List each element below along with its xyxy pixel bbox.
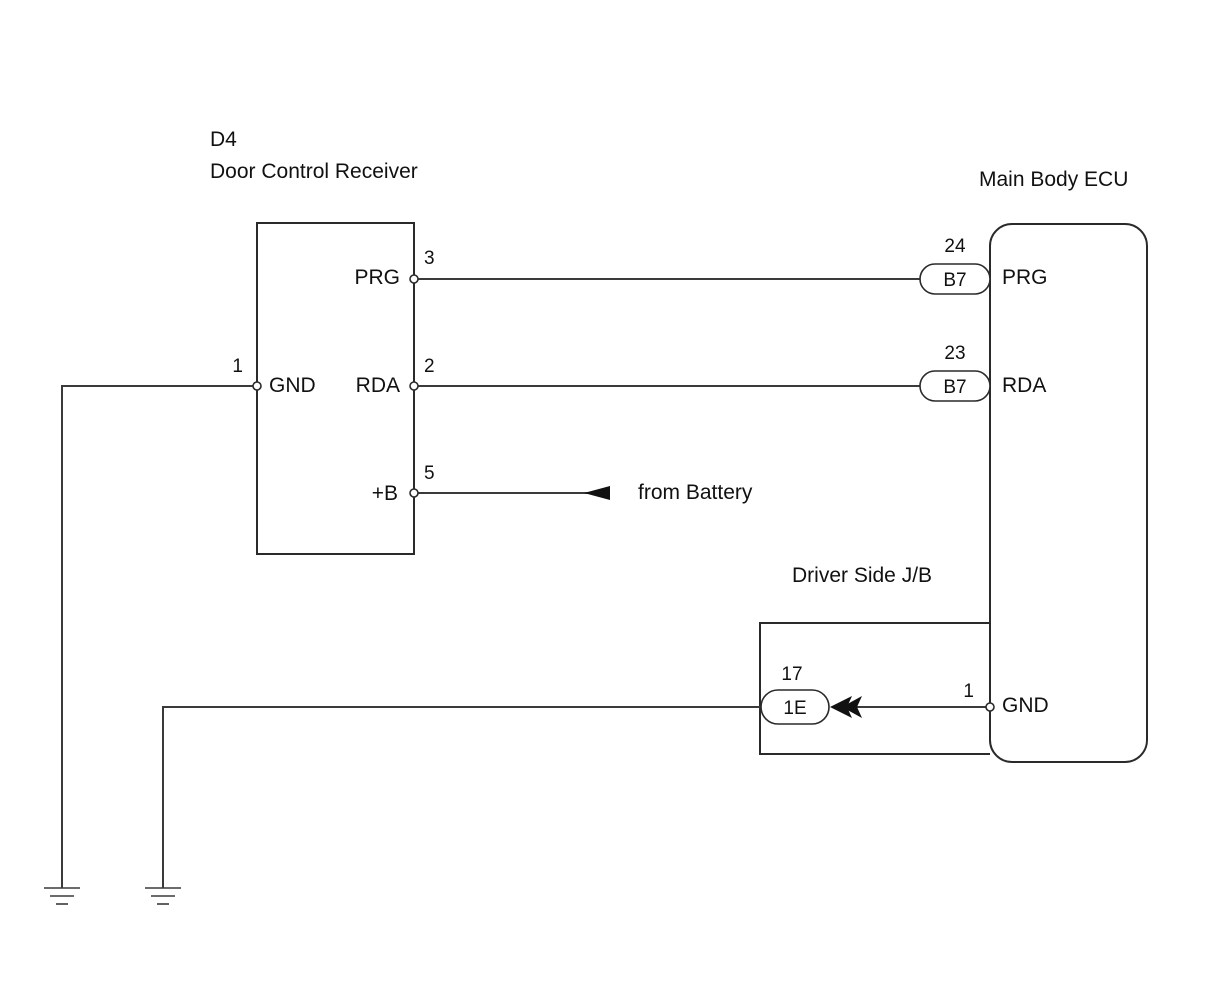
ecu-name: Main Body ECU bbox=[979, 168, 1128, 191]
jb-connector-arrow2-icon bbox=[842, 696, 862, 718]
receiver-pin-rda-label: RDA bbox=[356, 374, 400, 397]
ecu-pin-prg-label: PRG bbox=[1002, 266, 1048, 289]
battery-arrow-icon bbox=[584, 486, 610, 500]
ecu-pin-rda-label: RDA bbox=[1002, 374, 1046, 397]
ground-icon bbox=[145, 887, 181, 905]
receiver-name: Door Control Receiver bbox=[210, 160, 418, 183]
ground-icon bbox=[44, 887, 80, 905]
receiver-pin-b-label: +B bbox=[372, 482, 398, 505]
ecu-rda-connector-label: B7 bbox=[943, 377, 966, 398]
jb-connector-arrow-icon bbox=[830, 696, 852, 718]
battery-feed-label: from Battery bbox=[638, 481, 753, 504]
junction-block-connector bbox=[760, 689, 830, 725]
receiver-pin-prg-number: 3 bbox=[424, 248, 435, 269]
receiver-b-terminal bbox=[409, 488, 419, 498]
junction-block-box bbox=[759, 622, 990, 755]
ecu-prg-connector-label: B7 bbox=[943, 270, 966, 291]
receiver-gnd-terminal bbox=[252, 381, 262, 391]
receiver-code: D4 bbox=[210, 128, 237, 151]
ecu-pin-prg-number: 24 bbox=[944, 236, 966, 257]
junction-block-connector-label: 1E bbox=[783, 698, 806, 719]
wire-jb-ground bbox=[162, 706, 761, 888]
ecu-pin-gnd-number: 1 bbox=[963, 681, 974, 702]
ecu-box bbox=[989, 223, 1148, 763]
receiver-pin-b-number: 5 bbox=[424, 463, 435, 484]
receiver-pin-rda-number: 2 bbox=[424, 356, 435, 377]
ecu-pin-gnd-label: GND bbox=[1002, 694, 1049, 717]
ecu-pin-rda-number: 23 bbox=[944, 343, 965, 364]
wire-receiver-ground bbox=[61, 385, 257, 888]
receiver-pin-prg-label: PRG bbox=[354, 266, 400, 289]
junction-block-name: Driver Side J/B bbox=[792, 564, 932, 587]
receiver-pin-gnd-label: GND bbox=[269, 374, 316, 397]
receiver-prg-terminal bbox=[409, 274, 419, 284]
receiver-rda-terminal bbox=[409, 381, 419, 391]
junction-block-pin-number: 17 bbox=[781, 664, 802, 685]
ecu-gnd-terminal bbox=[985, 702, 995, 712]
ecu-prg-connector bbox=[919, 263, 991, 295]
ecu-rda-connector bbox=[919, 370, 991, 402]
receiver-pin-gnd-number: 1 bbox=[232, 356, 243, 377]
